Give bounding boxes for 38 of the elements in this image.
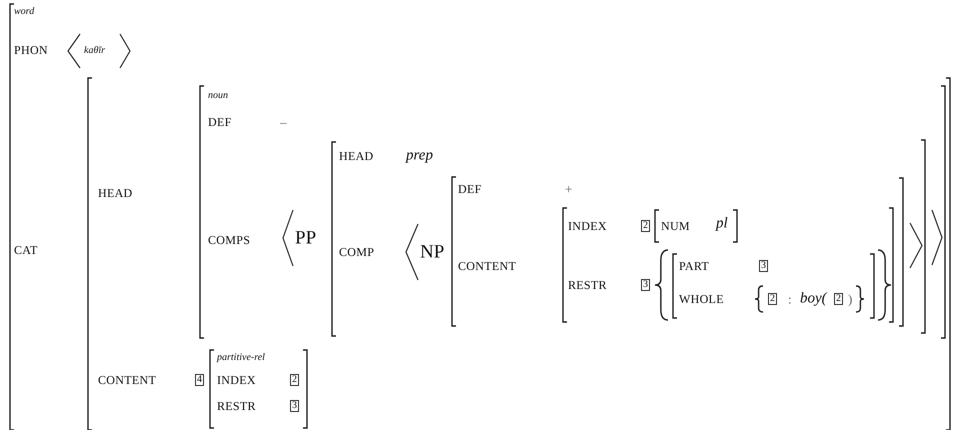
- tag-number: 2: [768, 293, 777, 305]
- feature-name: CAT: [14, 244, 38, 256]
- feature-name: PHON: [14, 44, 48, 56]
- feature-name: COMPS: [208, 234, 250, 246]
- tag-number: 4: [195, 374, 204, 386]
- feature-name: INDEX: [568, 220, 607, 232]
- feature-value: –: [280, 116, 286, 128]
- type-name: noun: [208, 91, 228, 101]
- feature-name: NUM: [661, 220, 690, 232]
- feature-name: RESTR: [217, 400, 256, 412]
- type-name: kaθīr: [84, 46, 106, 56]
- feature-value: +: [565, 182, 572, 196]
- feature-name: DEF: [458, 183, 482, 195]
- feature-name: DEF: [208, 116, 232, 128]
- feature-name: INDEX: [217, 374, 256, 386]
- feature-name: WHOLE: [679, 293, 724, 305]
- type-name: partitive-rel: [217, 353, 265, 363]
- category-symbol: PP: [295, 228, 316, 248]
- feature-name: CONTENT: [98, 374, 156, 386]
- tag-number: 3: [759, 260, 768, 272]
- feature-value: ): [848, 292, 852, 306]
- feature-value: :: [788, 292, 792, 306]
- feature-name: RESTR: [568, 279, 607, 291]
- type-name: word: [14, 7, 34, 17]
- category-symbol: NP: [420, 242, 444, 262]
- tag-number: 3: [641, 279, 650, 291]
- tag-number: 2: [641, 220, 650, 232]
- tag-number: 3: [290, 400, 299, 412]
- feature-name: HEAD: [339, 150, 374, 162]
- feature-name: PART: [679, 260, 710, 272]
- feature-value: boy(: [800, 292, 827, 306]
- feature-value: prep: [406, 148, 433, 164]
- feature-name: HEAD: [98, 187, 133, 199]
- tag-number: 2: [834, 293, 843, 305]
- tag-number: 2: [290, 374, 299, 386]
- feature-name: CONTENT: [458, 260, 516, 272]
- feature-name: COMP: [339, 246, 374, 258]
- feature-value: pl: [716, 216, 728, 232]
